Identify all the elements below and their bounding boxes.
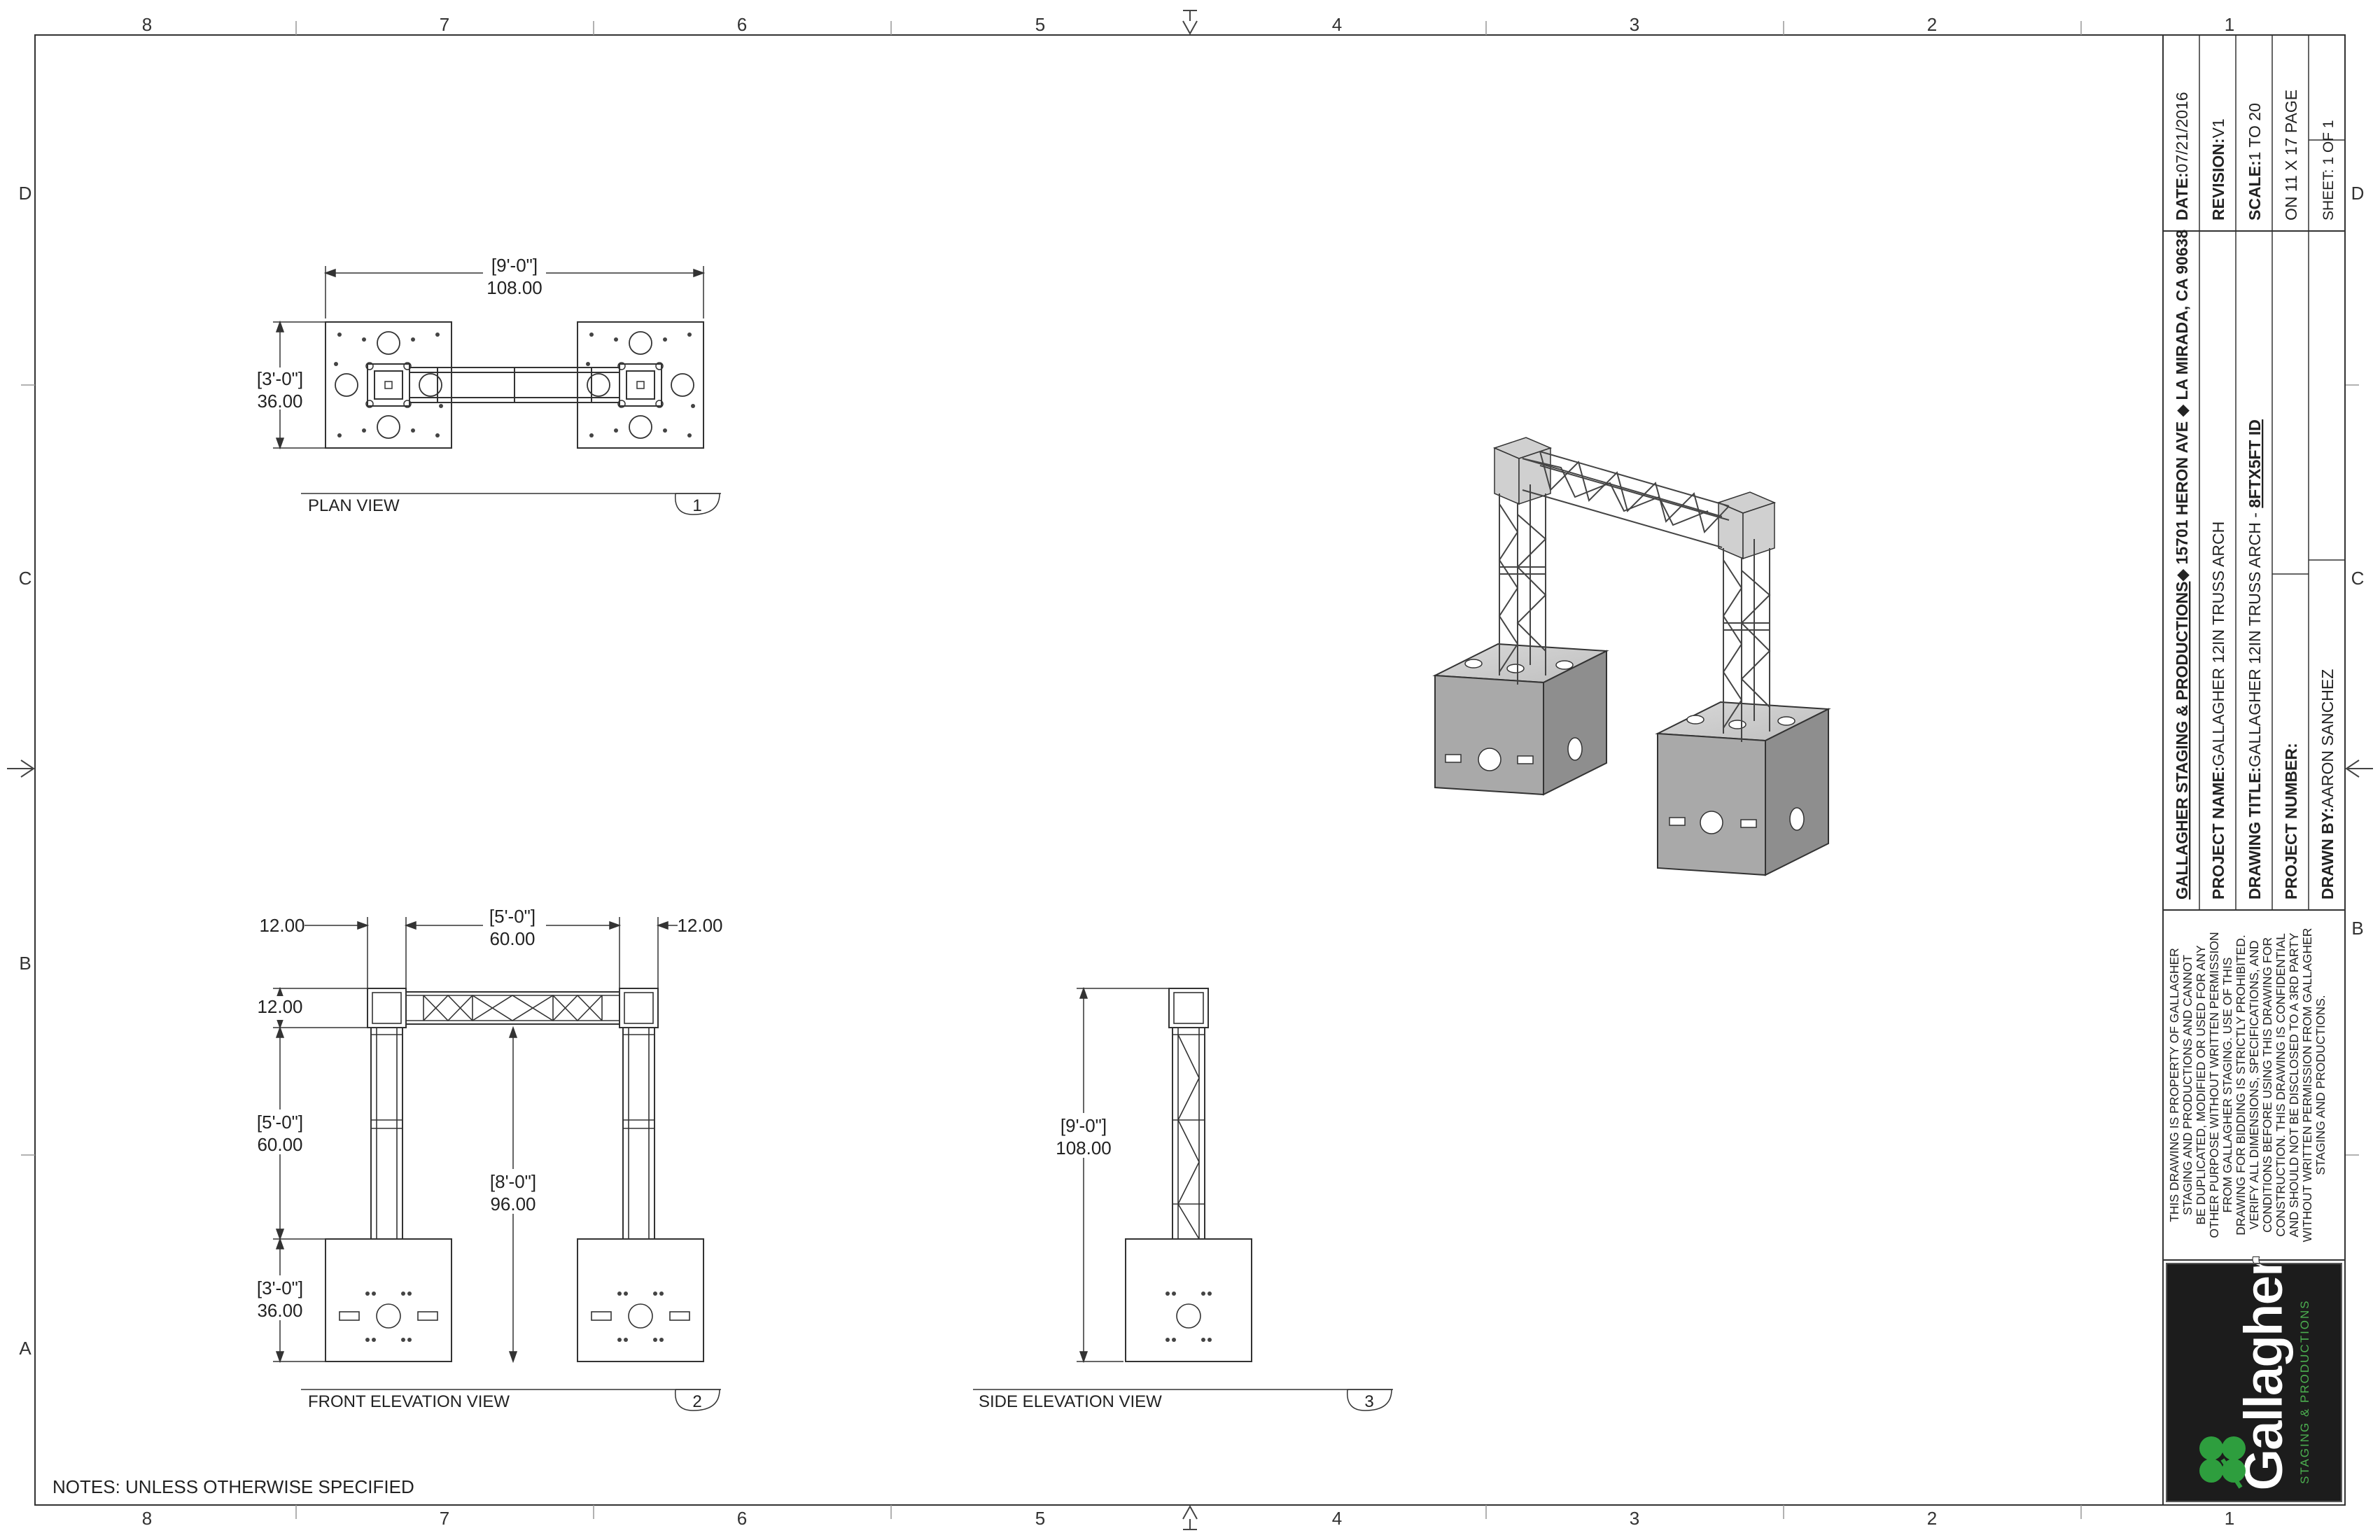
company-name-text: GALLAGHER STAGING & PRODUCTIONS <box>2173 582 2191 899</box>
plan-depth-ft: [3'-0"] <box>257 368 303 389</box>
col-label: 1 <box>2225 14 2234 35</box>
disclaimer-line: THIS DRAWING IS PROPERTY OF GALLAGHER <box>2167 948 2181 1222</box>
disclaimer-line: CONDITIONS BEFORE USING THIS DRAWING FOR <box>2260 937 2274 1233</box>
plan-view-label: PLAN VIEW <box>308 496 400 515</box>
date-field: DATE:07/21/2016 <box>2173 92 2191 220</box>
border-ticks <box>21 21 2359 1519</box>
col-label: 7 <box>440 1508 449 1529</box>
disclaimer-line: FROM GALLAGHER STAGING. USE OF THIS <box>2220 958 2234 1213</box>
front-view-label: FRONT ELEVATION VIEW <box>308 1392 510 1411</box>
project-name-value: GALLAGHER 12IN TRUSS ARCH <box>2209 522 2227 766</box>
col-label: 2 <box>1927 14 1937 35</box>
drawing-title-label: DRAWING TITLE: <box>2246 767 2264 899</box>
drawing-title-id: 8FTX5FT ID <box>2246 419 2264 508</box>
scale-value: 1 TO 20 <box>2246 103 2264 160</box>
drawn-by-field: DRAWN BY:AARON SANCHEZ <box>2318 669 2337 899</box>
front-clear-in: 96.00 <box>490 1194 536 1214</box>
plan-width-ft: [9'-0"] <box>491 255 538 276</box>
row-label: C <box>19 568 32 589</box>
border-column-labels-top: 8 7 6 5 4 3 2 1 <box>142 14 2234 35</box>
project-name-field: PROJECT NAME:GALLAGHER 12IN TRUSS ARCH <box>2209 522 2227 899</box>
front-truss-height: 12.00 <box>257 996 302 1017</box>
front-left-offset: 12.00 <box>259 915 304 936</box>
date-label: DATE: <box>2173 172 2191 220</box>
border-column-labels-bottom: 8 7 6 5 4 3 2 1 <box>142 1508 2234 1529</box>
disclaimer-line: STAGING AND PRODUCTIONS AND CANNOT <box>2180 955 2194 1215</box>
side-height-in: 108.00 <box>1056 1138 1112 1158</box>
plan-view-number: 1 <box>692 496 701 515</box>
col-label: 6 <box>737 1508 747 1529</box>
disclaimer-line: STAGING AND PRODUCTIONS. <box>2314 995 2328 1175</box>
row-label: C <box>2351 568 2365 589</box>
plan-view: [9'-0"] 108.00 [3'-0"] 36.00 <box>255 253 721 515</box>
project-number-label: PROJECT NUMBER: <box>2282 743 2300 899</box>
notes-text: NOTES: UNLESS OTHERWISE SPECIFIED <box>52 1476 414 1497</box>
col-label: 6 <box>737 14 747 35</box>
clover-icon <box>2199 1436 2246 1489</box>
disclaimer-line: VERIFY ALL DIMENSIONS, SPECIFICATIONS, A… <box>2247 941 2261 1230</box>
col-label: 4 <box>1332 1508 1342 1529</box>
plan-depth-in: 36.00 <box>257 391 302 412</box>
front-base-ft: [3'-0"] <box>257 1278 303 1298</box>
side-view-label: SIDE ELEVATION VIEW <box>979 1392 1162 1411</box>
row-label: D <box>2351 183 2365 204</box>
title-block: GALLAGHER STAGING & PRODUCTIONS◆ 15701 H… <box>2162 34 2346 1506</box>
side-height-ft: [9'-0"] <box>1060 1115 1107 1136</box>
disclaimer-line: BE DUPLICATED, MODIFIED OR USED FOR ANY <box>2194 945 2208 1225</box>
gallagher-logo: Gallagher STAGING & PRODUCTIONS <box>2166 1256 2342 1502</box>
front-elevation-view: 12.00 [5'-0"] 60.00 12.00 12.00 [5'-0"] … <box>255 904 723 1411</box>
border-row-labels: D C B A D C B <box>19 183 2365 1359</box>
front-span-ft: [5'-0"] <box>489 906 536 927</box>
scale-label: SCALE: <box>2246 160 2264 220</box>
disclaimer-line: WITHOUT WRITTEN PERMISSION FROM GALLAGHE… <box>2300 928 2314 1242</box>
front-clear-ft: [8'-0"] <box>490 1171 536 1192</box>
col-label: 3 <box>1630 14 1639 35</box>
col-label: 5 <box>1035 1508 1045 1529</box>
col-label: 4 <box>1332 14 1342 35</box>
front-right-offset: 12.00 <box>677 915 722 936</box>
front-leg-in: 60.00 <box>257 1134 302 1155</box>
project-name-label: PROJECT NAME: <box>2209 766 2227 899</box>
row-label: D <box>19 183 32 204</box>
front-view-number: 2 <box>692 1392 701 1411</box>
company-address: ◆ 15701 HERON AVE ◆ LA MIRADA, CA 90638 <box>2173 230 2191 582</box>
revision-field: REVISION:V1 <box>2209 118 2227 220</box>
drawing-title-field: DRAWING TITLE:GALLAGHER 12IN TRUSS ARCH … <box>2246 419 2264 899</box>
side-elevation-view: [9'-0"] 108.00 SIDE ELEVATION VIEW 3 <box>973 986 1393 1411</box>
logo-subtext: STAGING & PRODUCTIONS <box>2298 1299 2311 1484</box>
disclaimer-line: AND SHOULD NOT BE DISCLOSED TO A 3RD PAR… <box>2287 932 2301 1237</box>
col-label: 2 <box>1927 1508 1937 1529</box>
front-leg-ft: [5'-0"] <box>257 1112 303 1133</box>
drawn-by-label: DRAWN BY: <box>2318 808 2337 899</box>
revision-value: V1 <box>2209 118 2227 138</box>
row-label: B <box>19 953 31 974</box>
col-label: 8 <box>142 14 152 35</box>
front-span-in: 60.00 <box>489 928 535 949</box>
disclaimer-line: DRAWING FOR BIDDING IS STRICTLY PROHIBIT… <box>2234 934 2248 1235</box>
sheet-number: SHEET: 1 OF 1 <box>2320 120 2337 220</box>
scale-page: ON 11 X 17 PAGE <box>2282 90 2300 220</box>
disclaimer-line: CONSTRUCTION. THIS DRAWING IS CONFIDENTI… <box>2274 933 2288 1237</box>
date-value: 07/21/2016 <box>2173 92 2191 172</box>
col-label: 1 <box>2225 1508 2234 1529</box>
side-view-number: 3 <box>1364 1392 1373 1411</box>
isometric-view <box>1432 437 1831 876</box>
drawn-by-value: AARON SANCHEZ <box>2318 669 2337 808</box>
row-label: B <box>2351 918 2363 939</box>
disclaimer-line: OTHER PURPOSE WITHOUT WRITTEN PERMISSION <box>2207 932 2221 1238</box>
col-label: 3 <box>1630 1508 1639 1529</box>
plan-width-in: 108.00 <box>486 277 542 298</box>
front-base-in: 36.00 <box>257 1300 302 1321</box>
col-label: 8 <box>142 1508 152 1529</box>
col-label: 5 <box>1035 14 1045 35</box>
scale-field: SCALE:1 TO 20 <box>2246 103 2264 220</box>
revision-label: REVISION: <box>2209 138 2227 220</box>
company-name: GALLAGHER STAGING & PRODUCTIONS◆ 15701 H… <box>2173 230 2191 899</box>
col-label: 7 <box>440 14 449 35</box>
row-label: A <box>19 1338 31 1359</box>
drawing-title-value: GALLAGHER 12IN TRUSS ARCH - <box>2246 508 2264 767</box>
center-markers <box>7 10 2373 1530</box>
